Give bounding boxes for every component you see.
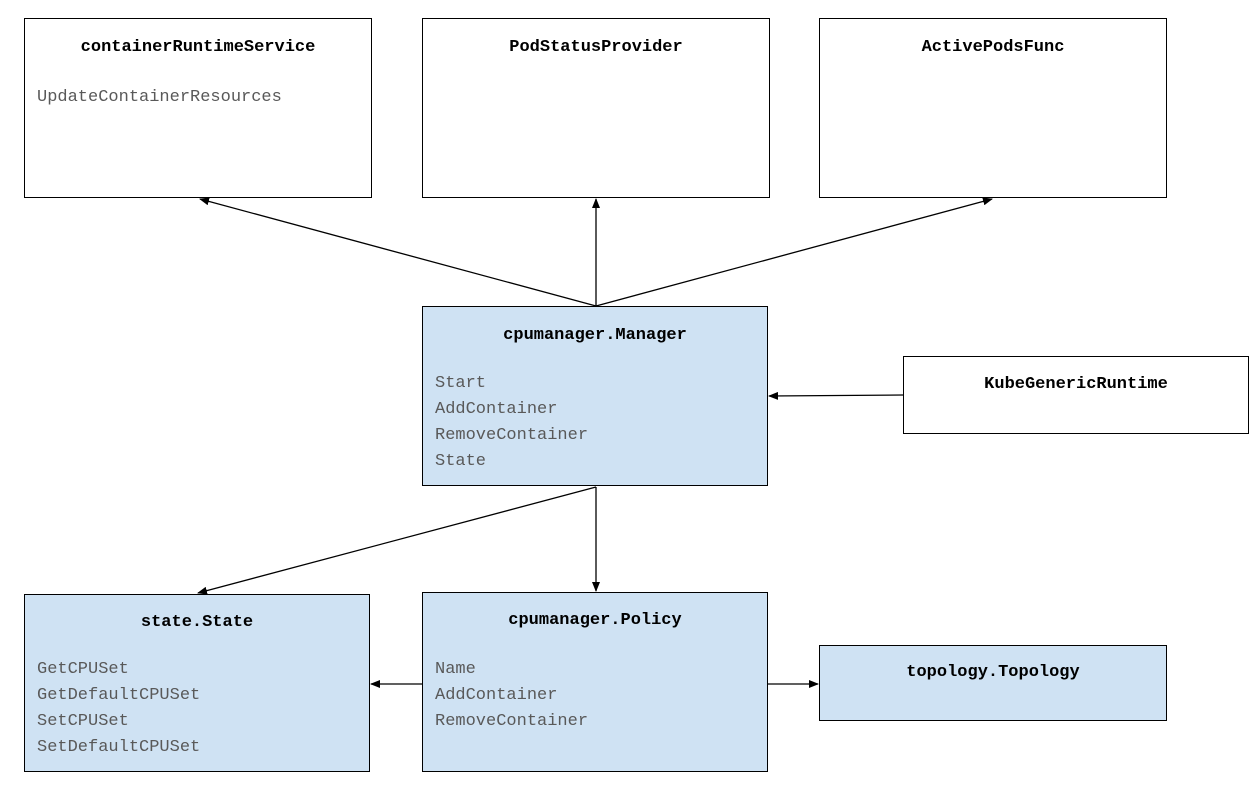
container-runtime-service-methods: UpdateContainerResources	[37, 85, 282, 111]
method-set-default-cpuset: SetDefaultCPUSet	[37, 738, 201, 757]
pod-status-provider-node: PodStatusProvider	[422, 18, 770, 198]
cpumanager-policy-title: cpumanager.Policy	[508, 611, 682, 630]
kube-generic-runtime-node: KubeGenericRuntime	[903, 356, 1249, 434]
method-start: Start	[435, 374, 487, 393]
state-state-title: state.State	[140, 613, 254, 632]
state-state-node: state.State GetCPUSet GetDefaultCPUSet S…	[24, 594, 370, 772]
method-set-cpuset: SetCPUSet	[37, 712, 129, 731]
method-remove-container: RemoveContainer	[435, 426, 589, 445]
method-update-container-resources: UpdateContainerResources	[37, 88, 282, 107]
cpumanager-manager-methods: Start AddContainer RemoveContainer State	[435, 371, 588, 475]
arrow-cpumanager-manager-to-active-pods-func	[595, 197, 993, 307]
method-add-container: AddContainer	[435, 686, 558, 705]
cpumanager-manager-node: cpumanager.Manager Start AddContainer Re…	[422, 306, 768, 486]
cpumanager-policy-methods: Name AddContainer RemoveContainer	[435, 657, 588, 735]
arrow-cpumanager-manager-to-container-runtime-service	[199, 197, 597, 307]
method-get-cpuset: GetCPUSet	[37, 660, 129, 679]
topology-topology-node: topology.Topology	[819, 645, 1167, 721]
method-get-default-cpuset: GetDefaultCPUSet	[37, 686, 201, 705]
pod-status-provider-title: PodStatusProvider	[509, 38, 683, 57]
method-remove-container: RemoveContainer	[435, 712, 589, 731]
topology-topology-title: topology.Topology	[906, 663, 1080, 682]
active-pods-func-title: ActivePodsFunc	[921, 38, 1065, 57]
state-state-methods: GetCPUSet GetDefaultCPUSet SetCPUSet Set…	[37, 657, 200, 761]
arrow-cpumanager-manager-to-state-state	[197, 486, 597, 595]
method-add-container: AddContainer	[435, 400, 558, 419]
kube-generic-runtime-title: KubeGenericRuntime	[984, 375, 1168, 394]
container-runtime-service-node: containerRuntimeService UpdateContainerR…	[24, 18, 372, 198]
method-state: State	[435, 452, 487, 471]
cpumanager-manager-title: cpumanager.Manager	[503, 326, 687, 345]
arrow-kube-generic-runtime-to-cpumanager-manager	[768, 391, 904, 400]
container-runtime-service-title: containerRuntimeService	[80, 38, 316, 57]
cpumanager-policy-node: cpumanager.Policy Name AddContainer Remo…	[422, 592, 768, 772]
active-pods-func-node: ActivePodsFunc	[819, 18, 1167, 198]
method-name: Name	[435, 660, 476, 679]
